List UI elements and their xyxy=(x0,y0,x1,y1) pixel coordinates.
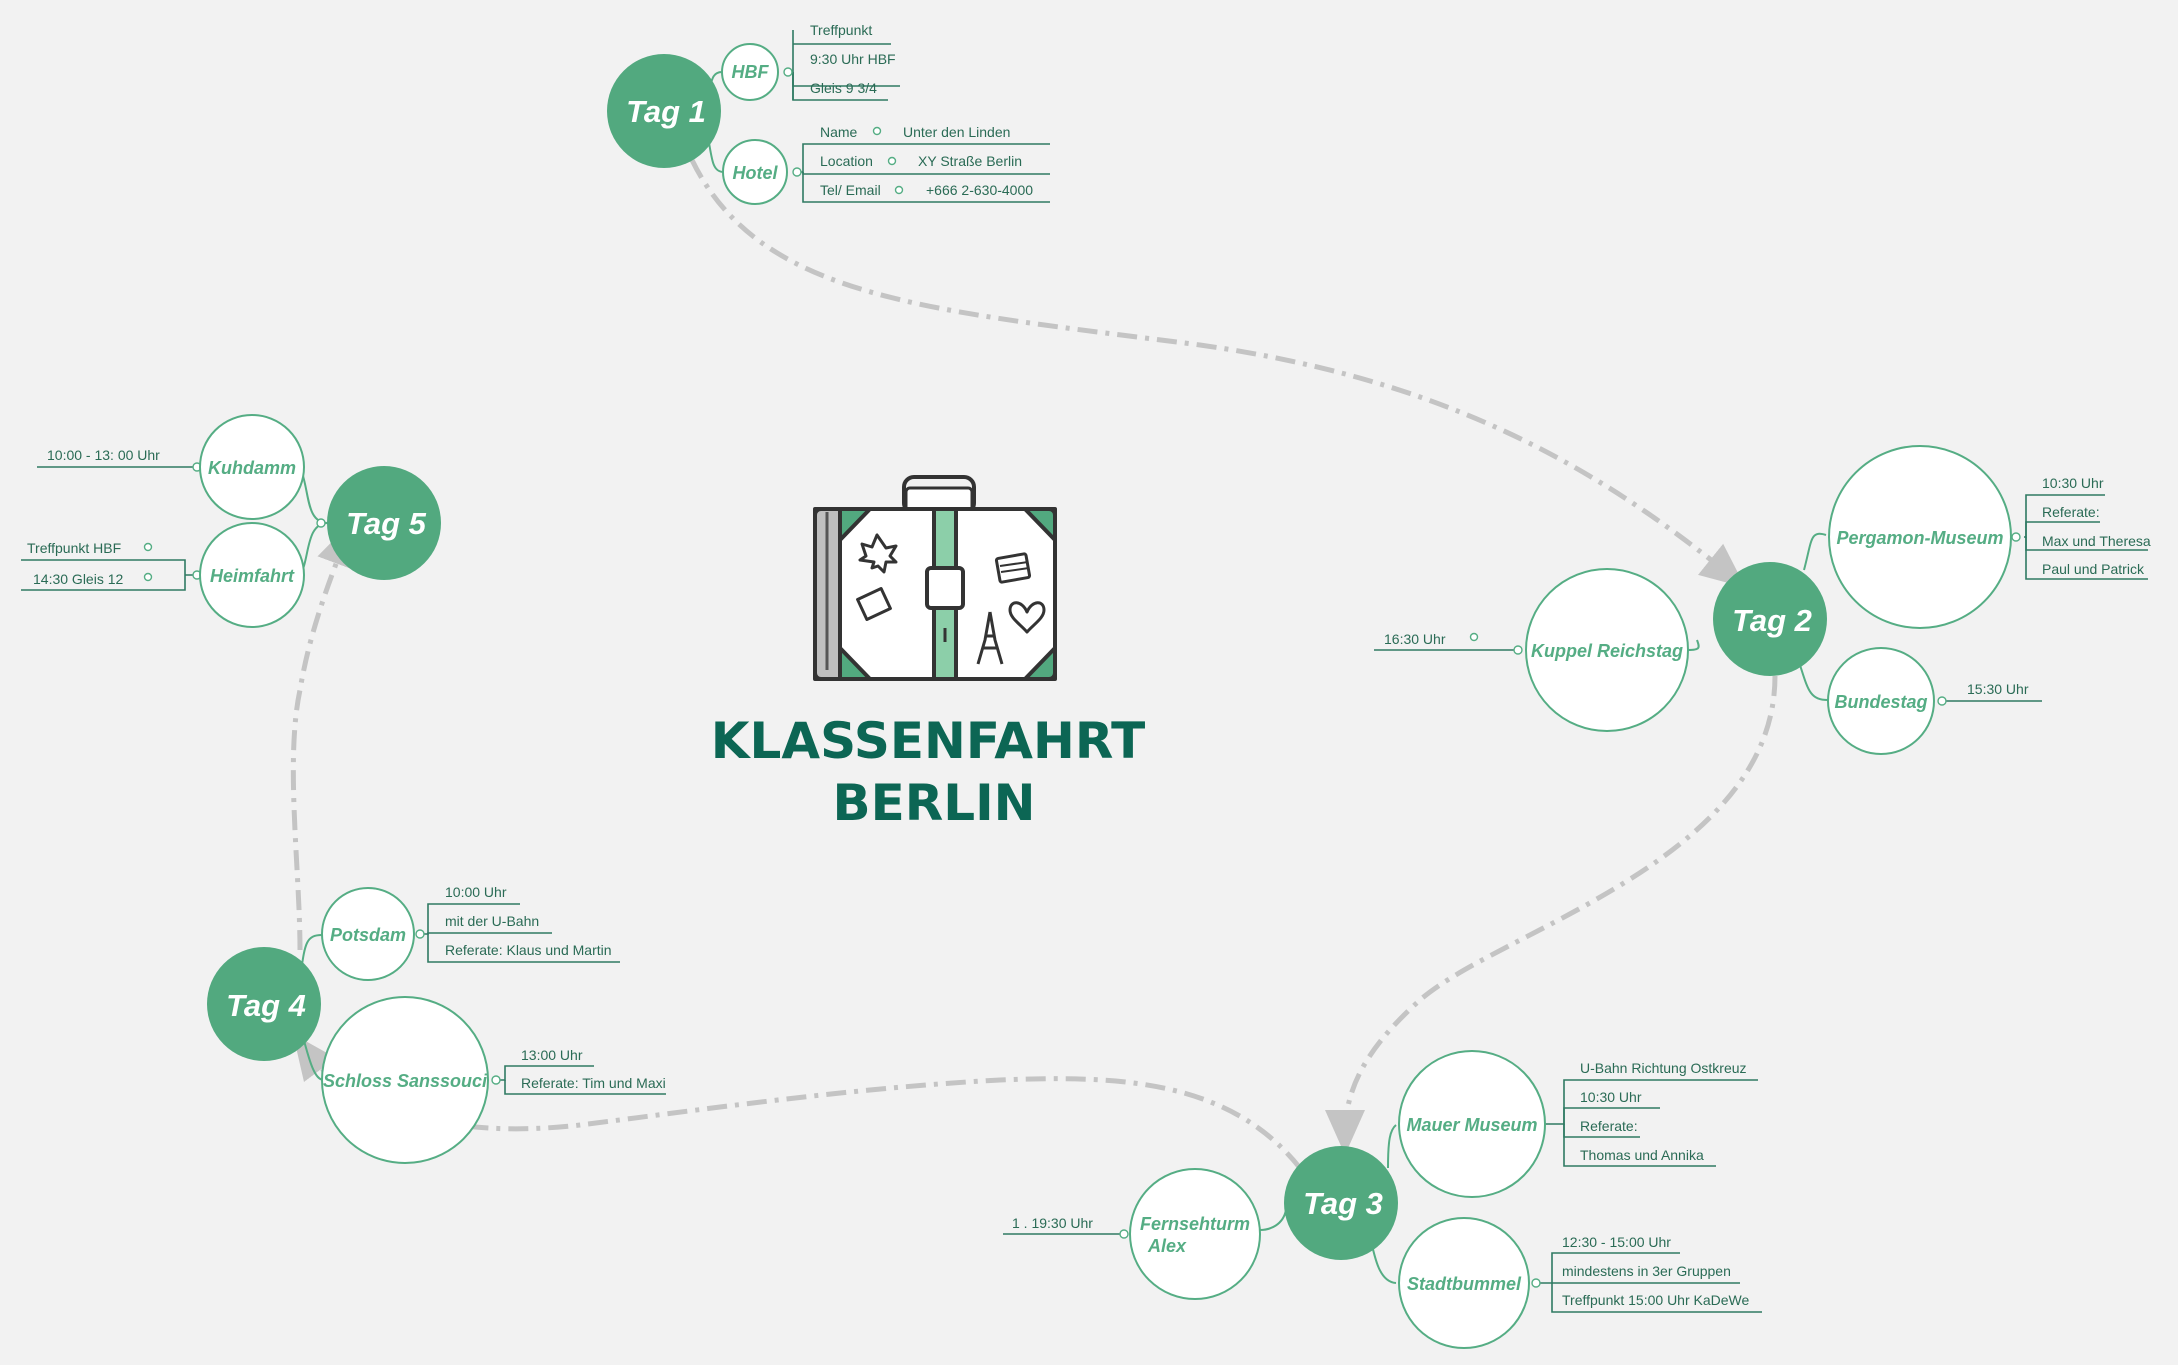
eiffel-tower-icon xyxy=(976,611,1004,665)
detail-text: Gleis 9 3/4 xyxy=(810,80,877,96)
heart-icon xyxy=(1008,601,1046,634)
connector-dots xyxy=(143,67,2021,1288)
detail-text: Treffpunkt HBF xyxy=(27,540,121,556)
day-labels: Tag 1 Tag 2 Tag 3 Tag 4 Tag 5 xyxy=(226,94,1812,1221)
detail-text: 10:00 - 13: 00 Uhr xyxy=(47,447,160,463)
detail-text: Referate: xyxy=(1580,1118,1638,1134)
detail-text: 16:30 Uhr xyxy=(1384,631,1446,647)
topic-label-heimfahrt: Heimfahrt xyxy=(210,566,295,586)
detail-text: 12:30 - 15:00 Uhr xyxy=(1562,1234,1671,1250)
topic-label-fernsehturm-2: Alex xyxy=(1147,1236,1187,1256)
detail-key: Tel/ Email xyxy=(820,182,881,198)
topic-label-bundestag: Bundestag xyxy=(1834,692,1927,712)
route-lines xyxy=(290,158,1778,1170)
detail-text: U-Bahn Richtung Ostkreuz xyxy=(1580,1060,1747,1076)
detail-text: 10:30 Uhr xyxy=(2042,475,2104,491)
detail-text: 15:30 Uhr xyxy=(1967,681,2029,697)
topic-node-kuppel[interactable] xyxy=(1525,568,1689,732)
day-node-tag3[interactable] xyxy=(1284,1146,1398,1260)
topic-label-pergamon: Pergamon-Museum xyxy=(1836,528,2003,548)
topic-node-fernsehturm[interactable] xyxy=(1129,1168,1261,1300)
topic-node-bundestag[interactable] xyxy=(1827,647,1935,755)
topic-label-stadtbummel: Stadtbummel xyxy=(1407,1274,1522,1294)
day-label-tag4: Tag 4 xyxy=(226,988,306,1023)
detail-text: Thomas und Annika xyxy=(1580,1147,1704,1163)
detail-value: +666 2-630-4000 xyxy=(926,182,1033,198)
detail-text: Referate: xyxy=(2042,504,2100,520)
topic-node-hotel[interactable] xyxy=(722,139,788,205)
day-label-tag2: Tag 2 xyxy=(1732,603,1812,638)
topic-label-hbf: HBF xyxy=(732,62,770,82)
route-tag3-tag4 xyxy=(292,1034,1302,1170)
route-tag1-tag2 xyxy=(689,158,1746,588)
topic-circles xyxy=(199,43,2012,1349)
day-label-tag3: Tag 3 xyxy=(1303,1186,1383,1221)
topic-label-sanssouci: Schloss Sanssouci xyxy=(323,1071,488,1091)
detail-text: 9:30 Uhr HBF xyxy=(810,51,896,67)
day-node-tag2[interactable] xyxy=(1713,562,1827,676)
topic-labels: HBF Hotel Pergamon-Museum Kuppel Reichst… xyxy=(208,62,2004,1294)
topic-node-kuhdamm[interactable] xyxy=(199,414,305,520)
detail-value: Unter den Linden xyxy=(903,124,1010,140)
day-node-tag1[interactable] xyxy=(607,54,721,168)
topic-node-mauer[interactable] xyxy=(1398,1050,1546,1198)
route-tag2-tag3 xyxy=(1325,675,1778,1155)
topic-label-fernsehturm-1: Fernsehturm xyxy=(1140,1214,1250,1234)
topic-node-sanssouci[interactable] xyxy=(321,996,489,1164)
day-circles xyxy=(207,54,1827,1260)
topic-node-heimfahrt[interactable] xyxy=(199,522,305,628)
detail-text: 13:00 Uhr xyxy=(521,1047,583,1063)
day-node-tag5[interactable] xyxy=(327,466,441,580)
detail-text: Referate: Tim und Maxi xyxy=(521,1075,666,1091)
detail-key: Name xyxy=(820,124,858,140)
route-tag4-tag5 xyxy=(290,521,355,951)
detail-text: Treffpunkt 15:00 Uhr KaDeWe xyxy=(1562,1292,1749,1308)
topic-label-kuhdamm: Kuhdamm xyxy=(208,458,296,478)
topic-node-potsdam[interactable] xyxy=(321,887,415,981)
detail-key: Location xyxy=(820,153,873,169)
detail-text: Max und Theresa xyxy=(2042,533,2151,549)
topic-label-kuppel: Kuppel Reichstag xyxy=(1531,641,1683,661)
detail-texts: Treffpunkt 9:30 Uhr HBF Gleis 9 3/4 Name… xyxy=(27,22,2151,1308)
topic-node-stadtbummel[interactable] xyxy=(1398,1217,1530,1349)
maple-leaf-icon xyxy=(858,533,898,574)
detail-text: mit der U-Bahn xyxy=(445,913,539,929)
day-label-tag1: Tag 1 xyxy=(626,94,706,129)
day-label-tag5: Tag 5 xyxy=(346,506,427,541)
topic-node-pergamon[interactable] xyxy=(1828,445,2012,629)
topic-label-potsdam: Potsdam xyxy=(330,925,406,945)
topic-label-hotel: Hotel xyxy=(733,163,779,183)
day-node-tag4[interactable] xyxy=(207,947,321,1061)
detail-text: 10:00 Uhr xyxy=(445,884,507,900)
detail-text: Treffpunkt xyxy=(810,22,872,38)
detail-text: 1 . 19:30 Uhr xyxy=(1012,1215,1093,1231)
detail-text: 10:30 Uhr xyxy=(1580,1089,1642,1105)
map-title-line2: BERLIN xyxy=(832,774,1035,832)
suitcase-icon xyxy=(813,475,1057,681)
topic-label-mauer: Mauer Museum xyxy=(1406,1115,1537,1135)
topic-node-hbf[interactable] xyxy=(721,43,779,101)
map-title-line1: KLASSENFAHRT xyxy=(711,712,1145,770)
detail-text: Referate: Klaus und Martin xyxy=(445,942,612,958)
detail-text: Paul und Patrick xyxy=(2042,561,2145,577)
detail-text: 14:30 Gleis 12 xyxy=(33,571,123,587)
detail-value: XY Straße Berlin xyxy=(918,153,1022,169)
detail-text: mindestens in 3er Gruppen xyxy=(1562,1263,1731,1279)
